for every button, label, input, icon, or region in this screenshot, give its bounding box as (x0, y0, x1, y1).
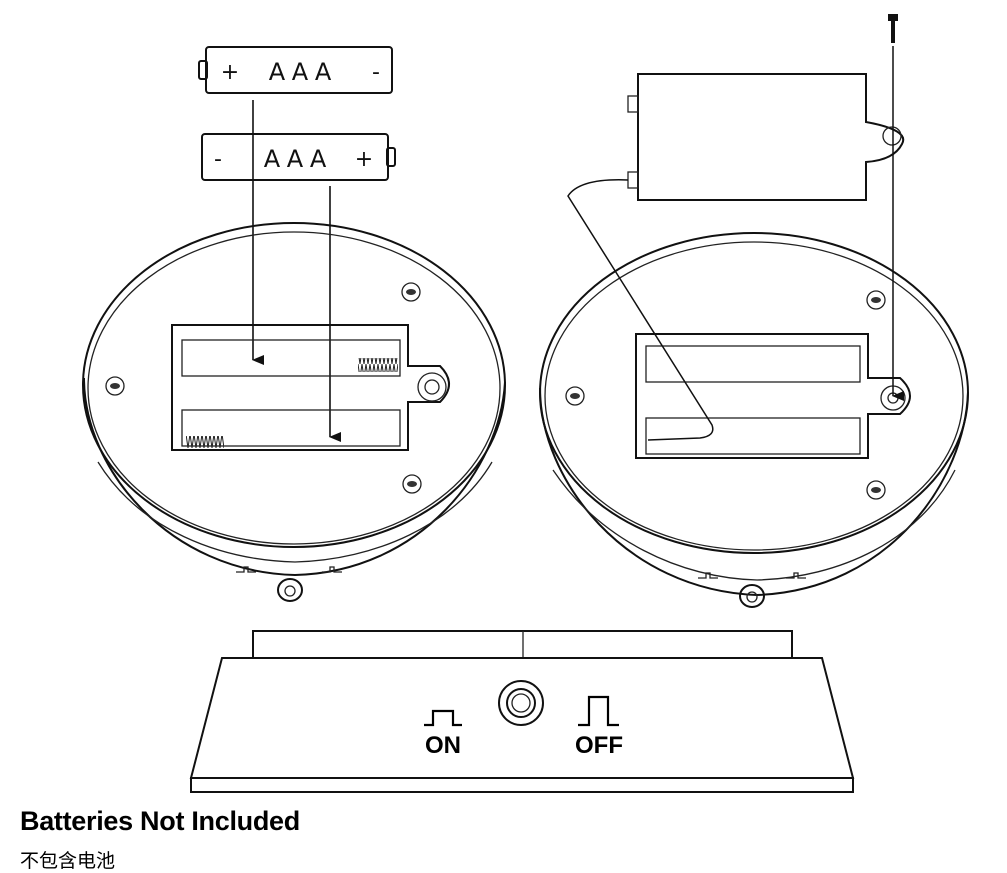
cover-guide-lines (567, 46, 904, 441)
switch-knob-icon (739, 584, 765, 608)
battery-bottom-plus-sign: + (355, 147, 373, 172)
switch-off-indicator: OFF (575, 695, 623, 759)
screw-icon (866, 290, 886, 310)
battery-bottom-label: AAA (264, 145, 333, 173)
battery-top-minus-sign: - (372, 60, 380, 85)
screw-icon (565, 386, 585, 406)
base-left-open (82, 222, 506, 602)
batteries-not-included-caption: Batteries Not Included (20, 806, 300, 836)
battery-insertion-arrows (252, 100, 341, 442)
screw-icon (402, 474, 422, 494)
base-side-view (189, 630, 855, 793)
screw-icon (105, 376, 125, 396)
screw-icon (866, 480, 886, 500)
battery-cover (627, 73, 905, 201)
battery-bottom-minus-sign: - (214, 147, 222, 172)
battery-top-label: AAA (269, 58, 338, 86)
switch-on-label: ON (425, 732, 461, 759)
battery-aaa-top: + AAA - (198, 46, 393, 94)
battery-top-plus-sign: + (221, 60, 239, 85)
switch-off-label: OFF (575, 732, 623, 759)
switch-knob-icon (277, 578, 303, 602)
base-right-closed (539, 232, 969, 608)
screw-icon (401, 282, 421, 302)
power-switch-button (498, 680, 544, 726)
battery-aaa-bottom: - AAA + (201, 133, 396, 181)
switch-on-indicator: ON (424, 709, 462, 759)
screw-icon (888, 14, 898, 43)
batteries-not-included-caption-chinese: 不包含电池 (20, 850, 116, 872)
